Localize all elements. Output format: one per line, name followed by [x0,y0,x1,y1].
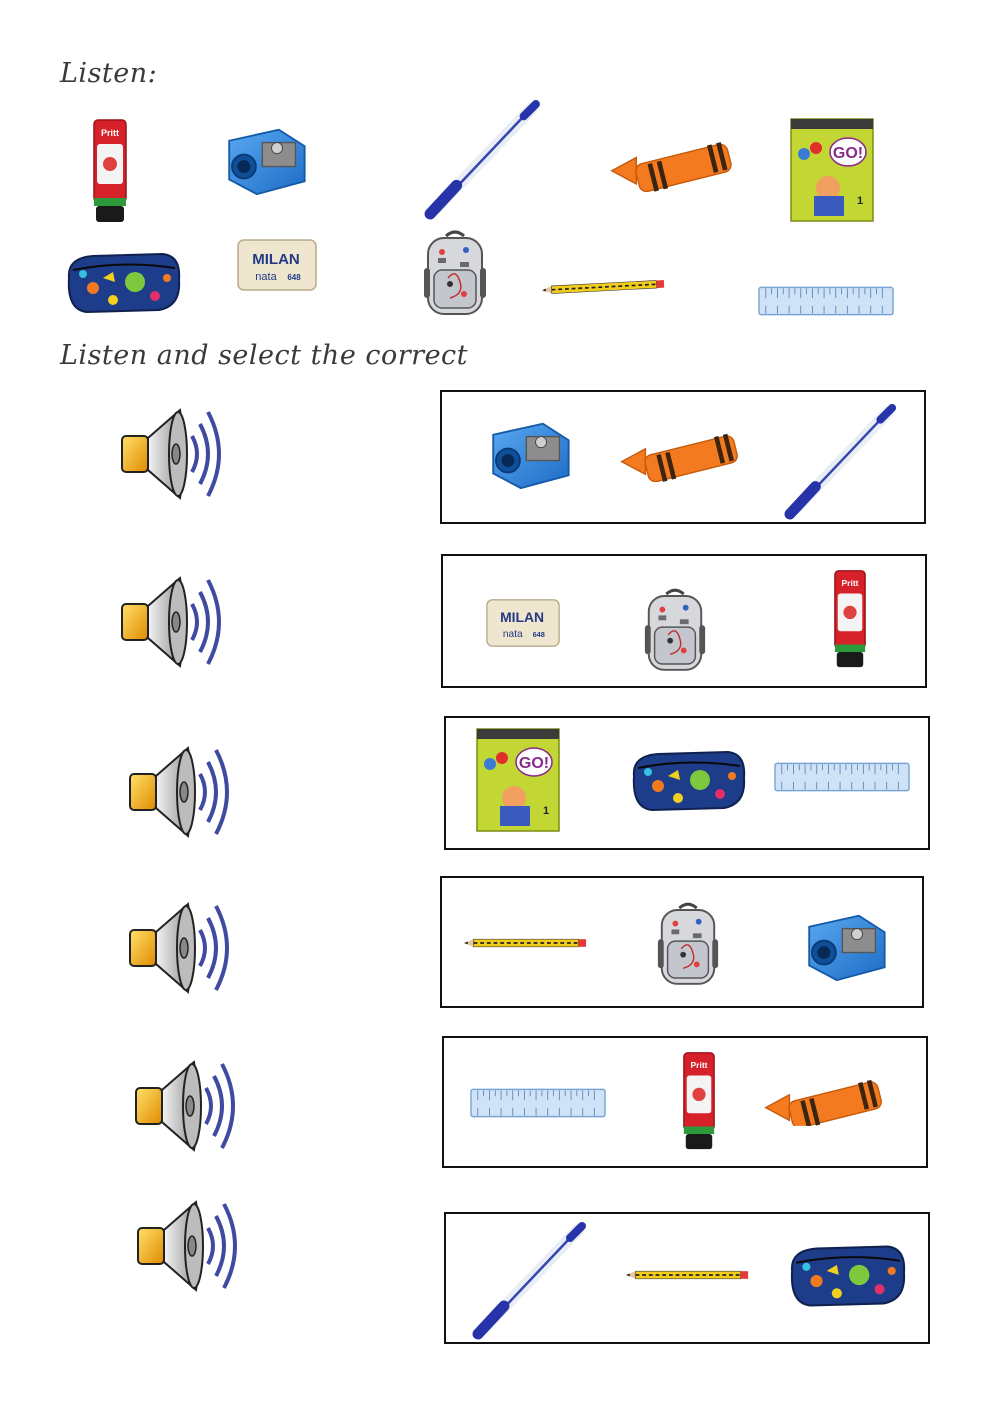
eraser-model-label: nata [503,629,523,640]
crayon-icon [608,140,740,192]
pen-icon [470,1220,590,1340]
eraser-icon: MILAN nata 648 [236,238,318,292]
pencil-icon [542,280,666,294]
book-icon: GO! 1 [790,118,874,222]
glue-stick-icon: Pritt [683,1052,715,1150]
choice-glue-stick[interactable]: Pritt [833,566,867,672]
ruler-icon [774,762,910,792]
question-1-choices [440,390,926,524]
choice-pencil-case[interactable] [786,1240,908,1312]
choice-sharpener[interactable] [800,908,892,986]
choice-pencil[interactable] [464,936,588,950]
glue-brand-label: Pritt [842,578,859,588]
book-title-label: GO! [519,755,549,772]
question-4-choices [440,876,924,1008]
speaker-icon [126,898,236,998]
listen-heading: Listen: [60,58,158,89]
glue-stick-icon: Pritt [834,570,866,668]
choice-eraser[interactable]: MILAN nata 648 [483,598,563,648]
select-heading: Listen and select the correct [60,340,469,371]
book-level-label: 1 [857,195,863,207]
choice-book[interactable]: GO! 1 [476,728,560,832]
audio-play-button-6[interactable] [134,1196,244,1296]
backpack-icon [420,228,490,318]
choice-ruler[interactable] [470,1088,606,1118]
eraser-brand-label: MILAN [252,251,300,268]
speaker-icon [118,404,228,504]
pencil-case-icon [786,1240,908,1312]
eraser-model-label: nata [255,271,277,283]
choice-pencil-case[interactable] [628,746,748,816]
eraser-brand-label: MILAN [500,609,544,625]
choice-pencil[interactable] [626,1268,750,1282]
sharpener-icon [484,416,576,494]
pencil-icon [626,1268,750,1282]
audio-play-button-5[interactable] [132,1056,242,1156]
eraser-icon: MILAN nata 648 [486,599,560,647]
speaker-icon [118,572,228,672]
choice-crayon[interactable] [762,1078,890,1128]
pen-icon [422,98,544,220]
choice-pen[interactable] [782,402,900,520]
pencil-case-icon [628,746,748,816]
speaker-icon [126,742,236,842]
choice-backpack[interactable] [641,586,709,674]
question-6-choices [444,1212,930,1344]
backpack-icon [654,900,722,988]
audio-play-button-4[interactable] [126,898,236,998]
eraser-number-label: 648 [533,630,545,639]
audio-play-button-1[interactable] [118,404,228,504]
sharpener-icon [220,122,312,200]
pencil-icon [464,936,588,950]
pencil-case-icon [62,248,184,318]
question-5-choices: Pritt [442,1036,928,1168]
crayon-icon [762,1078,890,1128]
glue-brand-label: Pritt [691,1060,708,1070]
sharpener-icon [800,908,892,986]
glue-stick-icon: Pritt [92,118,128,224]
audio-play-button-3[interactable] [126,742,236,842]
speaker-icon [132,1056,242,1156]
choice-sharpener[interactable] [484,416,576,494]
choice-backpack[interactable] [654,900,722,988]
pen-icon [782,402,900,520]
crayon-icon [618,432,746,482]
ruler-icon [758,286,894,316]
eraser-number-label: 648 [287,273,301,282]
book-level-label: 1 [543,805,549,817]
book-title-label: GO! [833,145,863,162]
choice-crayon[interactable] [618,432,746,482]
speaker-icon [134,1196,244,1296]
book-icon: GO! 1 [476,728,560,832]
question-2-choices: MILAN nata 648 Pritt [441,554,927,688]
ruler-icon [470,1088,606,1118]
audio-play-button-2[interactable] [118,572,228,672]
choice-pen[interactable] [470,1220,590,1340]
choice-glue-stick[interactable]: Pritt [682,1048,716,1154]
backpack-icon [641,586,709,674]
glue-brand-label: Pritt [101,128,119,138]
choice-ruler[interactable] [774,762,910,792]
question-3-choices: GO! 1 [444,716,930,850]
